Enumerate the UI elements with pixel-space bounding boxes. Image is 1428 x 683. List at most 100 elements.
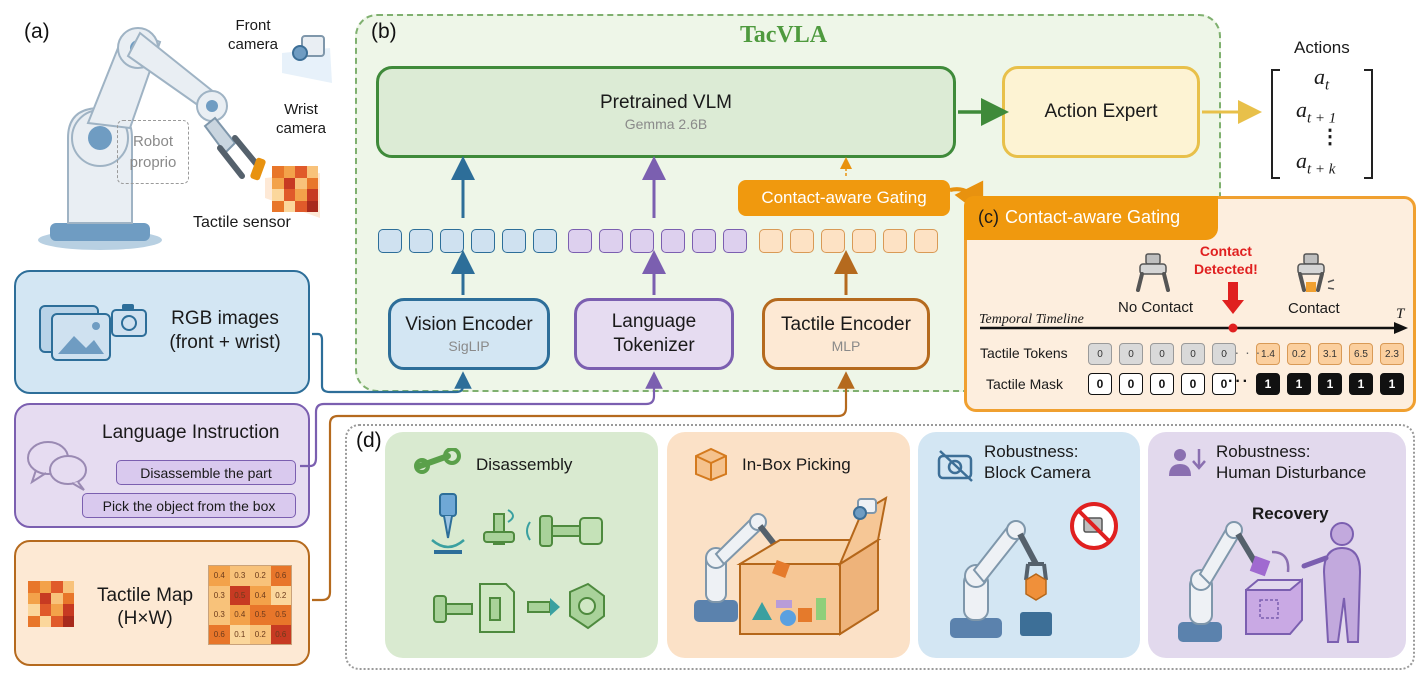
t-symbol: T xyxy=(1396,306,1405,322)
tactile-sensor-label: Tactile sensor xyxy=(193,214,291,231)
tactile-token xyxy=(914,229,938,253)
robot-arm-illustration xyxy=(38,27,332,250)
tactile-mask-label: Tactile Mask xyxy=(986,376,1064,392)
inbox-picking-illustration xyxy=(694,496,888,636)
wrist-camera-label: Wrist camera xyxy=(276,101,327,137)
task-human-line2: Human Disturbance xyxy=(1216,463,1367,482)
tactile-mask-zero: 0 xyxy=(1088,373,1112,395)
tactile-token-zero: 0 xyxy=(1212,343,1236,365)
tactile-map-cell: 0.3 xyxy=(209,585,230,605)
tactile-map-cell: 0.2 xyxy=(270,585,291,605)
temporal-timeline-label: Temporal Timeline xyxy=(979,312,1084,327)
tactile-token-zero: 0 xyxy=(1181,343,1205,365)
contact-label: Contact xyxy=(1288,300,1340,317)
vision-token xyxy=(533,229,557,253)
vision-token xyxy=(378,229,402,253)
box-icon xyxy=(695,447,727,482)
vision-token xyxy=(409,229,433,253)
language-token xyxy=(630,229,654,253)
tactile-mask-one: 1 xyxy=(1318,373,1342,395)
tactile-token xyxy=(759,229,783,253)
task-inbox-title: In-Box Picking xyxy=(742,455,851,474)
tactile-map-cell: 0.6 xyxy=(270,624,291,644)
task-block-camera-line2: Block Camera xyxy=(984,463,1091,482)
vision-token xyxy=(440,229,464,253)
tactile-map-cell: 0.1 xyxy=(229,624,250,644)
tactile-tokens-label: Tactile Tokens xyxy=(980,345,1068,361)
tactile-map-label: Tactile Map (H×W) xyxy=(84,584,206,630)
tactile-token xyxy=(790,229,814,253)
tactile-map-cell: 0.5 xyxy=(270,605,291,625)
no-contact-label: No Contact xyxy=(1118,299,1194,316)
vision-encoder-label: Vision Encoder xyxy=(405,314,533,335)
language-instruction-label: Language Instruction xyxy=(102,422,280,443)
vision-tokens xyxy=(378,229,557,253)
tactile-token-value: 0.2 xyxy=(1287,343,1311,365)
tokens-ellipsis: · · · · xyxy=(1224,344,1262,360)
tacvla-title: TacVLA xyxy=(740,22,828,48)
action-a-t1: at + 1 xyxy=(1296,97,1336,127)
action-a-t-base: a xyxy=(1314,64,1325,89)
language-token xyxy=(723,229,747,253)
tactile-map-cell: 0.6 xyxy=(270,566,291,586)
tasks-panel xyxy=(345,424,1415,670)
tactile-mask-one: 1 xyxy=(1256,373,1280,395)
pretrained-vlm-label: Pretrained VLM xyxy=(599,92,732,113)
tactile-map-cell: 0.4 xyxy=(250,585,271,605)
language-tokenizer-line1: Language xyxy=(611,311,697,332)
tactile-map-line2: (H×W) xyxy=(117,608,173,629)
tactile-encoder-box: Tactile Encoder MLP xyxy=(762,298,930,370)
action-ellipsis: ⋮ xyxy=(1320,126,1340,148)
action-a-t: at xyxy=(1314,64,1329,94)
tactile-map-small-icon xyxy=(28,581,74,627)
tactile-mask-zero: 0 xyxy=(1212,373,1236,395)
instruction-chip-2: Pick the object from the box xyxy=(82,493,296,518)
human-disturbance-illustration xyxy=(1178,521,1362,643)
tactile-map-cell: 0.3 xyxy=(229,566,250,586)
language-tokens xyxy=(568,229,747,253)
rgb-images-line2: (front + wrist) xyxy=(169,332,281,353)
gripper-contact-icon xyxy=(1297,253,1335,292)
tactile-token-zero: 0 xyxy=(1150,343,1174,365)
task-human-line1: Robustness: xyxy=(1216,442,1311,461)
disassembly-illustration xyxy=(431,493,605,633)
panel-c-letter: (c) xyxy=(978,207,999,227)
gating-pill: Contact-aware Gating xyxy=(738,180,950,216)
language-token xyxy=(568,229,592,253)
task-human-title: Robustness: Human Disturbance xyxy=(1216,441,1366,483)
block-camera-illustration xyxy=(950,502,1118,638)
tactile-encoder-sub: MLP xyxy=(831,338,861,354)
rgb-images-line1: RGB images xyxy=(171,308,279,329)
tactile-token-zero: 0 xyxy=(1088,343,1112,365)
chat-bubbles-icon xyxy=(27,441,87,491)
tactile-mask-zero: 0 xyxy=(1181,373,1205,395)
robot-proprio-label: Robot proprio xyxy=(117,120,189,184)
tactile-token xyxy=(883,229,907,253)
contact-detected-label: Contact Detected! xyxy=(1194,243,1258,277)
tactile-map-cell: 0.2 xyxy=(250,624,271,644)
tactile-map-cell: 0.3 xyxy=(209,605,230,625)
action-expert-box: Action Expert xyxy=(1002,66,1200,158)
panel-b-letter: (b) xyxy=(371,20,397,43)
tactile-mask-one: 1 xyxy=(1349,373,1373,395)
action-a-tk: at + k xyxy=(1296,148,1335,178)
camera-off-icon xyxy=(937,450,973,482)
language-tokenizer-box: Language Tokenizer xyxy=(574,298,734,370)
vision-encoder-sub: SigLIP xyxy=(448,338,490,354)
tactile-token xyxy=(852,229,876,253)
action-a-tk-base: a xyxy=(1296,148,1307,173)
instruction-chip-1: Disassemble the part xyxy=(116,460,296,485)
language-token xyxy=(692,229,716,253)
tactile-token-value: 3.1 xyxy=(1318,343,1342,365)
person-down-icon xyxy=(1169,449,1206,476)
panel-d-letter: (d) xyxy=(356,429,382,452)
tactile-token-value: 2.3 xyxy=(1380,343,1404,365)
tactile-tokens xyxy=(759,229,938,253)
language-tokenizer-line2: Tokenizer xyxy=(613,335,695,356)
tactile-mask-zero: 0 xyxy=(1119,373,1143,395)
pretrained-vlm-box: Pretrained VLM Gemma 2.6B xyxy=(376,66,956,158)
tactile-map-cell: 0.5 xyxy=(250,605,271,625)
pretrained-vlm-sub: Gemma 2.6B xyxy=(624,116,708,132)
tactile-map-cell: 0.2 xyxy=(250,566,271,586)
action-expert-label: Action Expert xyxy=(1044,101,1158,122)
